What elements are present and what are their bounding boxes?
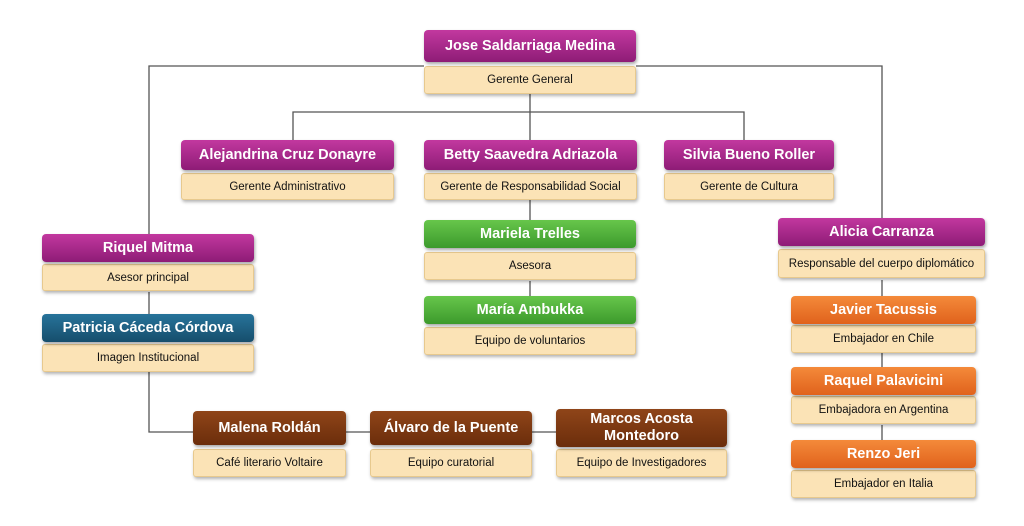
node-role: Responsable del cuerpo diplomático (778, 249, 985, 278)
node-name: Betty Saavedra Adriazola (424, 140, 637, 170)
node-name: Malena Roldán (193, 411, 346, 445)
node-role: Asesor principal (42, 264, 254, 291)
node-name: Renzo Jeri (791, 440, 976, 468)
node-name: Raquel Palavicini (791, 367, 976, 395)
node-name: María Ambukka (424, 296, 636, 324)
node-name: Alicia Carranza (778, 218, 985, 246)
connector-jose-riquel (148, 65, 424, 236)
node-role: Gerente de Cultura (664, 173, 834, 200)
node-name: Mariela Trelles (424, 220, 636, 248)
node-name: Marcos Acosta Montedoro (556, 409, 727, 447)
node-role: Gerente de Responsabilidad Social (424, 173, 637, 200)
node-role: Gerente Administrativo (181, 173, 394, 200)
node-role: Café literario Voltaire (193, 449, 346, 477)
node-role: Equipo de voluntarios (424, 327, 636, 355)
connector-jose-alicia (636, 65, 883, 220)
node-role: Imagen Institucional (42, 344, 254, 372)
node-role: Embajador en Italia (791, 470, 976, 498)
node-role: Equipo de Investigadores (556, 449, 727, 477)
node-role: Embajador en Chile (791, 325, 976, 353)
node-name: Álvaro de la Puente (370, 411, 532, 445)
node-name: Silvia Bueno Roller (664, 140, 834, 170)
node-role: Equipo curatorial (370, 449, 532, 477)
node-name: Riquel Mitma (42, 234, 254, 262)
connector-managers-bar (292, 111, 745, 142)
node-role: Asesora (424, 252, 636, 280)
node-role: Gerente General (424, 66, 636, 94)
node-name: Alejandrina Cruz Donayre (181, 140, 394, 170)
node-name: Patricia Cáceda Córdova (42, 314, 254, 342)
node-name: Javier Tacussis (791, 296, 976, 324)
connector-patricia-malena (148, 372, 194, 433)
node-name: Jose Saldarriaga Medina (424, 30, 636, 62)
node-role: Embajadora en Argentina (791, 396, 976, 424)
